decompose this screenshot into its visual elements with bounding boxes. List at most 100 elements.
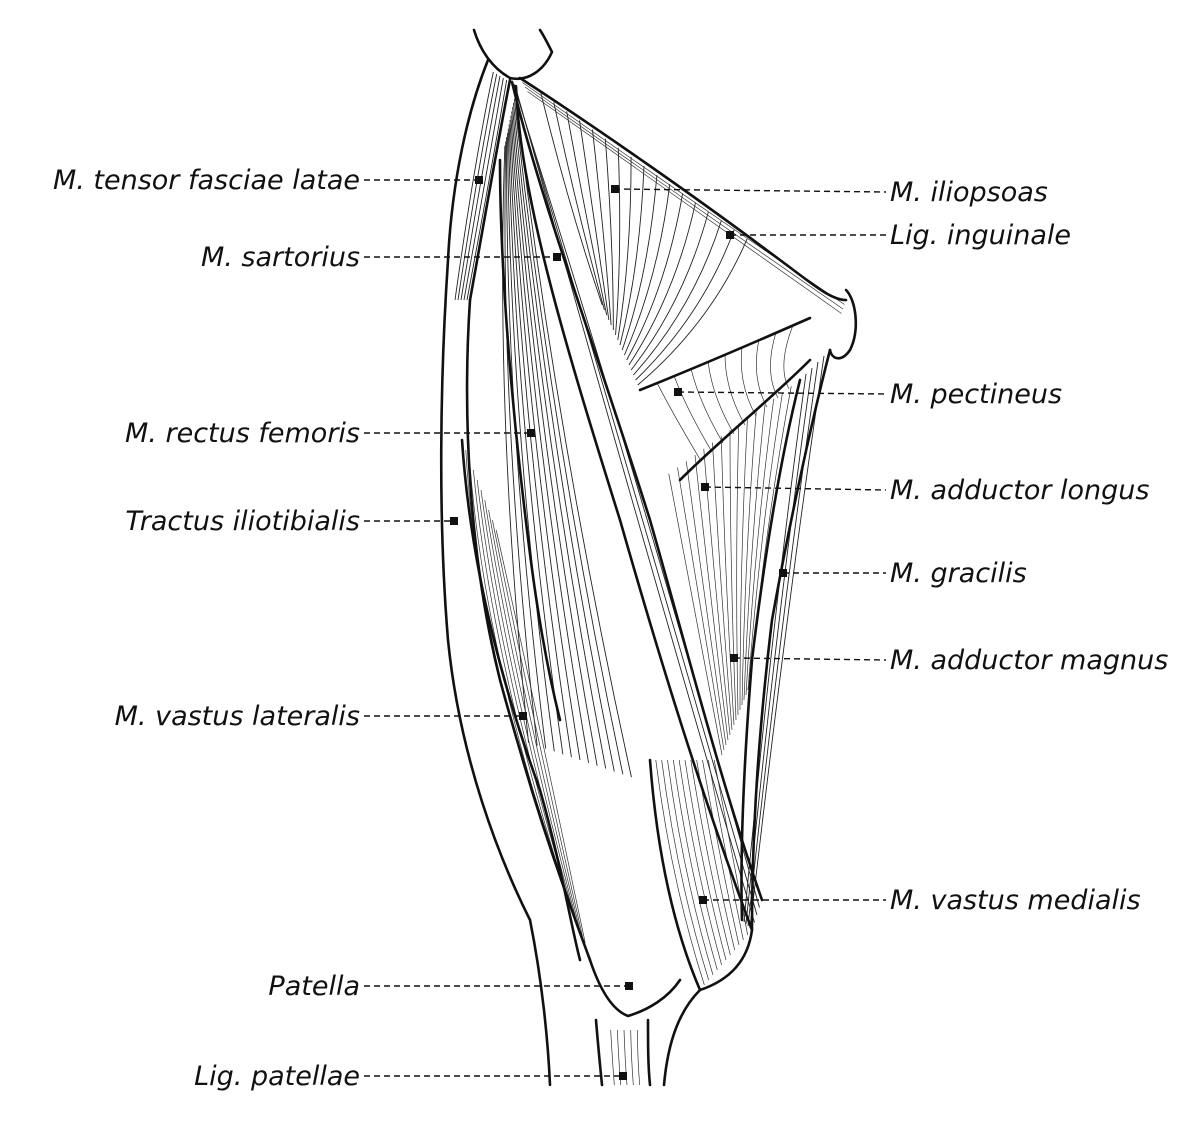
muscle-fiber	[690, 368, 724, 444]
marker-gracilis	[779, 569, 787, 577]
thigh-illustration	[439, 28, 858, 1087]
label-adductor-magnus: M. adductor magnus	[890, 645, 1168, 676]
muscle-fiber	[630, 211, 709, 371]
muscle-fiber	[604, 138, 614, 331]
muscle-fiber	[637, 238, 748, 386]
outer-lateral-outline	[439, 58, 552, 1087]
muscle-fiber	[506, 132, 555, 752]
muscle-fiber	[480, 489, 575, 916]
muscle-fiber	[713, 759, 749, 936]
muscle-fiber	[510, 115, 590, 763]
muscle-fiber	[690, 759, 731, 956]
label-tensor-fasciae-latae: M. tensor fasciae latae	[53, 165, 360, 196]
marker-pectineus	[674, 388, 682, 396]
adductor-fibers	[668, 386, 792, 756]
muscle-fiber	[685, 461, 727, 746]
label-pectineus: M. pectineus	[890, 379, 1062, 410]
label-adductor-longus: M. adductor longus	[890, 475, 1149, 506]
label-vastus-lateralis: M. vastus lateralis	[115, 701, 360, 732]
muscle-fiber	[617, 156, 632, 341]
muscle-fiber	[460, 75, 501, 301]
muscle-fiber	[739, 417, 748, 711]
patellar-ligament-fibers	[610, 1029, 641, 1086]
inguinal-ligament-edge	[518, 76, 848, 302]
muscle-fiber	[745, 367, 813, 925]
rectus-lateral-edge	[465, 298, 592, 962]
muscle-fiber	[694, 454, 729, 741]
muscle-fiber	[720, 436, 735, 726]
label-vastus-medialis: M. vastus medialis	[890, 885, 1141, 916]
muscle-fiber	[504, 141, 538, 746]
muscle-fiber	[553, 102, 605, 311]
rectus-medial-edge	[498, 158, 562, 722]
muscle-fiber	[668, 473, 723, 756]
muscle-fiber	[632, 220, 722, 376]
gracilis-fibers	[743, 355, 825, 929]
muscle-fiber	[743, 404, 766, 701]
right-leaders	[611, 185, 887, 904]
label-sartorius: M. sartorius	[201, 242, 360, 273]
label-iliopsoas: M. iliopsoas	[890, 177, 1048, 208]
sartorius-fibers	[512, 82, 760, 923]
marker-adductor-longus	[701, 483, 709, 491]
muscle-fiber	[684, 759, 727, 961]
muscle-fiber	[615, 147, 621, 336]
muscle-fiber	[749, 355, 825, 929]
muscle-fiber	[755, 339, 768, 408]
muscle-fiber	[495, 529, 586, 944]
muscle-fiber	[747, 361, 819, 927]
muscle-fiber	[566, 111, 608, 316]
rectus-femoris-fibers	[502, 94, 632, 778]
muscle-fiber	[473, 469, 569, 902]
muscle-fiber	[672, 759, 718, 971]
muscle-fiber	[623, 1029, 628, 1086]
muscle-fiber	[635, 229, 735, 381]
muscle-fiber	[591, 129, 612, 326]
marker-vastus-lateralis	[519, 712, 527, 720]
vastus-lateralis-edge	[460, 438, 582, 962]
muscle-fiber	[724, 353, 746, 426]
marker-rectus-femoris	[527, 429, 535, 437]
muscle-fiber	[488, 509, 580, 930]
leader-adductor-longus	[704, 486, 887, 491]
marker-vastus-medialis	[699, 896, 707, 904]
muscle-fiber	[712, 442, 733, 731]
gracilis-lateral-edge	[740, 378, 802, 922]
pectineus-fibers	[656, 325, 794, 462]
muscle-fiber	[512, 107, 607, 769]
right-labels: M. iliopsoas Lig. inguinale M. pectineus…	[890, 177, 1168, 916]
muscle-fiber	[655, 759, 705, 986]
marker-adductor-magnus	[730, 654, 738, 662]
muscle-fiber	[463, 77, 504, 301]
muscle-fiber	[626, 193, 684, 361]
marker-iliopsoas	[611, 185, 619, 193]
muscle-fiber	[610, 1029, 615, 1086]
muscle-fiber	[492, 519, 583, 937]
tensor-medial-edge	[468, 78, 512, 302]
left-labels: M. tensor fasciae latae M. sartorius M. …	[53, 165, 360, 1092]
muscle-fiber	[514, 84, 755, 923]
patellar-ligament-medial	[646, 1018, 652, 1087]
label-rectus-femoris: M. rectus femoris	[125, 418, 360, 449]
marker-tensor-fasciae-latae	[475, 176, 483, 184]
muscle-fiber	[745, 398, 775, 696]
muscle-fiber	[667, 759, 714, 976]
marker-lig-patellae	[619, 1072, 627, 1080]
muscle-fiber	[454, 71, 494, 301]
muscle-fiber	[747, 392, 783, 691]
pubic-tubercle	[828, 288, 858, 360]
muscle-fiber	[540, 93, 603, 306]
muscle-fiber	[513, 98, 624, 775]
muscle-fiber	[484, 499, 578, 923]
muscle-fiber	[636, 1029, 641, 1086]
muscle-fiber	[619, 165, 645, 346]
muscle-fiber	[702, 759, 740, 946]
muscle-fiber	[736, 423, 740, 716]
muscle-fiber	[511, 111, 598, 766]
label-lig-inguinale: Lig. inguinale	[890, 220, 1071, 251]
leader-adductor-magnus	[733, 657, 887, 661]
muscle-fiber	[513, 83, 758, 916]
patellar-ligament-lateral	[594, 1018, 604, 1087]
leader-iliopsoas	[613, 188, 887, 193]
